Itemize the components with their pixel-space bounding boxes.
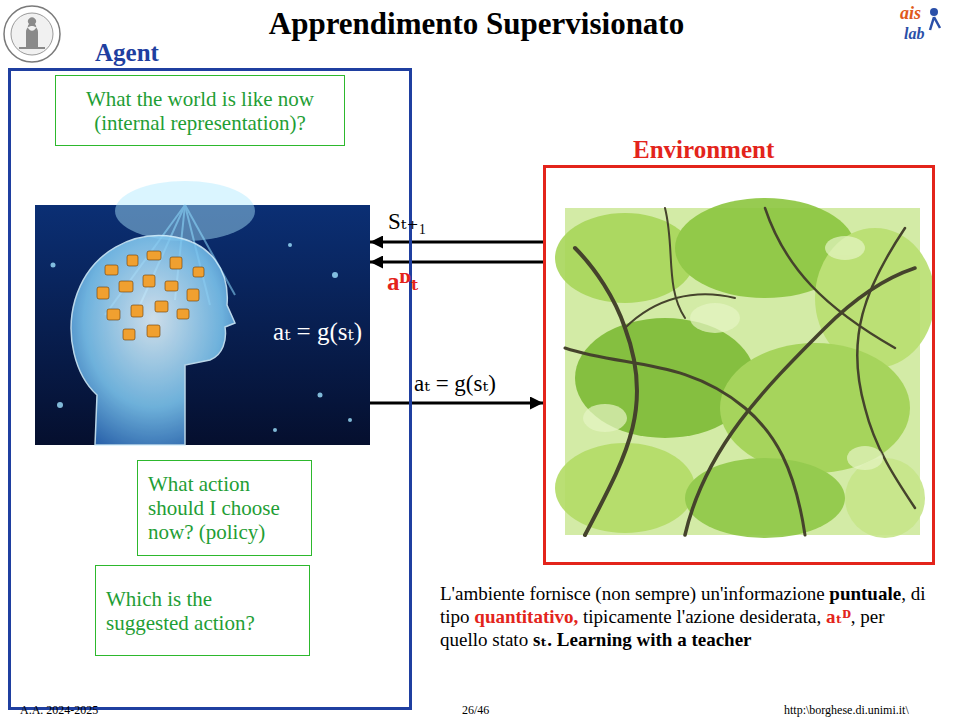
note-text: aₜᴰ — [826, 606, 851, 627]
signal-arrow — [370, 241, 543, 244]
policy-formula: aₜ = g(sₜ) — [273, 317, 362, 347]
head-silhouette — [71, 236, 235, 445]
light-patches — [583, 236, 883, 470]
note-paragraph: L'ambiente fornisce (non sempre) un'info… — [440, 582, 935, 651]
foliage — [555, 198, 935, 538]
seal-ring — [4, 6, 60, 62]
question-text: What action should I choose now? (policy… — [148, 472, 301, 544]
branches — [565, 208, 915, 535]
note-text: quantitativo, — [474, 606, 578, 627]
picture-ground — [35, 205, 370, 445]
box-heading: Agent — [95, 38, 412, 68]
page-number: 26/46 — [462, 703, 489, 718]
seal-figure — [26, 17, 38, 48]
ai-head-picture — [35, 181, 370, 445]
slide-title: Apprendimento Supervisionato — [70, 6, 883, 42]
university-seal — [4, 6, 60, 62]
signal-arrow — [370, 261, 543, 264]
agent-picture-box: aₜ = g(sₜ) — [35, 205, 370, 445]
note-text: puntuale — [829, 583, 901, 604]
brain-icons — [97, 251, 204, 340]
question-text: What the world is like now (internal rep… — [66, 87, 334, 135]
seal-figure — [19, 47, 45, 49]
logo-text: lab — [904, 24, 924, 43]
logo-figure — [930, 8, 940, 30]
footer-url: http:\borghese.di.unimi.it\ — [784, 703, 909, 718]
agent-box: AgentWhat the world is like now (interna… — [8, 38, 412, 710]
signal-label: aᴰₜ — [387, 268, 420, 296]
question-box: What the world is like now (internal rep… — [55, 75, 345, 146]
question-text: Which is the suggested action? — [106, 587, 299, 635]
suggestion-box: Which is the suggested action? — [95, 565, 310, 656]
signal-label: aₜ = g(sₜ) — [414, 370, 496, 398]
note-text: sₜ. Learning with a teacher — [533, 629, 752, 650]
tree-picture — [555, 198, 935, 538]
box-outline — [543, 165, 935, 565]
seal-ring — [11, 13, 53, 55]
logo-stroke — [930, 17, 940, 30]
signal-arrow — [370, 402, 543, 405]
box-heading: Environment — [633, 135, 935, 165]
logo-dot — [930, 8, 938, 16]
environment-box: Environment — [543, 135, 935, 565]
policy-box: What action should I choose now? (policy… — [137, 460, 312, 556]
note-text: tipicamente l'azione desiderata, — [578, 606, 826, 627]
footer-date: A.A. 2024-2025 — [20, 703, 98, 718]
signal-label: Sₜ₊₁ — [388, 208, 427, 236]
note-text: L'ambiente fornisce (non sempre) un'info… — [440, 583, 829, 604]
logo-text: ais — [900, 3, 921, 24]
